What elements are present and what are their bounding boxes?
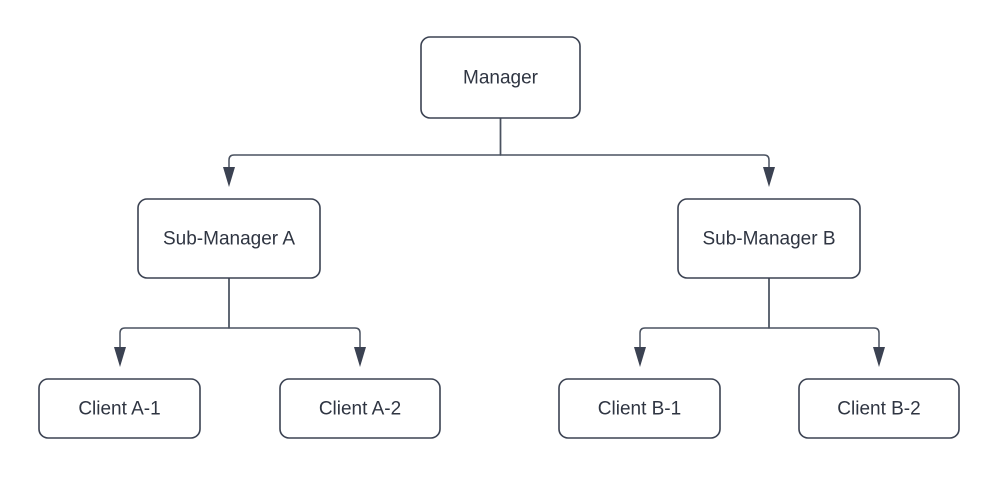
edge-layer — [114, 118, 885, 367]
arrowhead-client-b-2 — [873, 347, 885, 367]
node-sub-manager-a-box[interactable] — [137, 198, 321, 279]
node-manager[interactable]: Manager — [420, 36, 581, 119]
node-client-a-1-label: Client A-1 — [78, 399, 160, 420]
node-client-b-2[interactable]: Client B-2 — [798, 378, 960, 439]
arrowhead-sub-manager-a — [223, 167, 235, 187]
edge-sub-manager-b-to-client-b-2 — [768, 278, 880, 348]
node-layer: Manager Sub-Manager A Sub-Manager B Clie… — [38, 36, 960, 439]
edge-sub-manager-b-to-client-b-1 — [639, 278, 770, 348]
node-manager-box[interactable] — [420, 36, 581, 119]
node-client-a-1-box[interactable] — [38, 378, 201, 439]
node-manager-label: Manager — [463, 68, 539, 89]
edge-manager-to-sub-manager-b — [499, 118, 770, 168]
arrowhead-client-a-2 — [354, 347, 366, 367]
node-client-b-2-box[interactable] — [798, 378, 960, 439]
node-sub-manager-b-box[interactable] — [677, 198, 861, 279]
node-sub-manager-a-label: Sub-Manager A — [163, 229, 295, 250]
edge-sub-manager-a-to-client-a-1 — [119, 278, 230, 348]
node-client-a-2-box[interactable] — [279, 378, 441, 439]
edge-sub-manager-a-to-client-a-2 — [228, 278, 361, 348]
node-sub-manager-a[interactable]: Sub-Manager A — [137, 198, 321, 279]
edge-manager-to-sub-manager-a — [228, 118, 502, 168]
node-client-a-2-label: Client A-2 — [319, 399, 401, 420]
node-client-b-1[interactable]: Client B-1 — [558, 378, 721, 439]
node-client-b-1-box[interactable] — [558, 378, 721, 439]
arrowhead-client-a-1 — [114, 347, 126, 367]
node-client-a-1[interactable]: Client A-1 — [38, 378, 201, 439]
node-sub-manager-b-label: Sub-Manager B — [702, 229, 835, 250]
node-client-b-2-label: Client B-2 — [837, 399, 920, 420]
node-client-a-2[interactable]: Client A-2 — [279, 378, 441, 439]
node-sub-manager-b[interactable]: Sub-Manager B — [677, 198, 861, 279]
node-client-b-1-label: Client B-1 — [598, 399, 681, 420]
arrowhead-client-b-1 — [634, 347, 646, 367]
arrowhead-sub-manager-b — [763, 167, 775, 187]
